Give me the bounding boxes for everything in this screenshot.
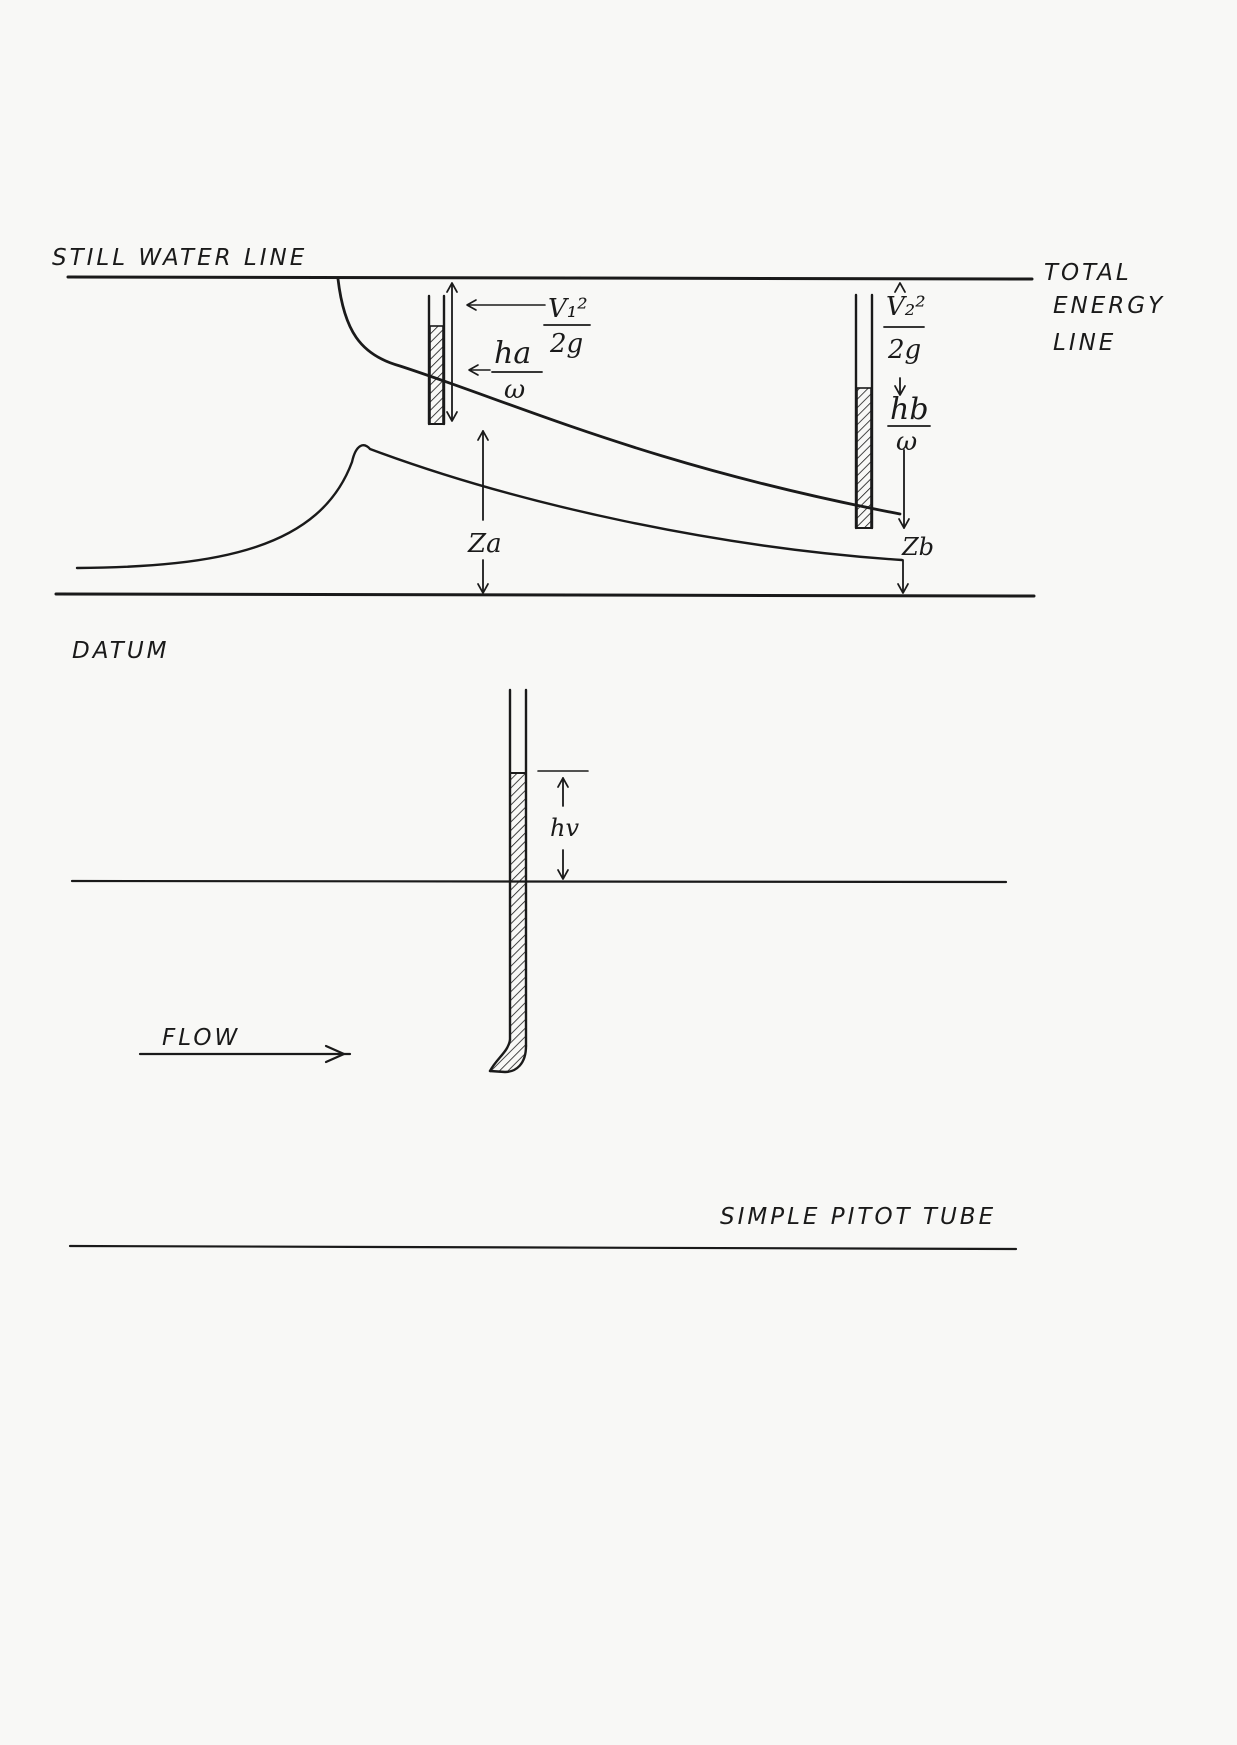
still-water-line xyxy=(66,275,1034,281)
ha-term: ha xyxy=(494,336,531,371)
zb-term: Zb xyxy=(901,533,934,561)
pitot-water-surface-line xyxy=(70,879,1008,884)
total-energy-label-3: LINE xyxy=(1053,330,1116,356)
datum-label: DATUM xyxy=(72,638,170,664)
piezometer-tube-a xyxy=(427,294,446,426)
hb-term: hb xyxy=(890,392,929,427)
piezometer-tube-b xyxy=(854,293,874,530)
datum-line xyxy=(54,592,1036,598)
still-water-line-label: STILL WATER LINE xyxy=(52,245,307,271)
ha-denominator: ω xyxy=(504,375,525,405)
pitot-channel-bottom-line xyxy=(68,1244,1018,1251)
simple-pitot-tube-caption: SIMPLE PITOT TUBE xyxy=(720,1204,996,1230)
v1-denominator: 2g xyxy=(549,329,583,359)
channel-bed-curve xyxy=(75,444,904,570)
hb-denominator: ω xyxy=(896,427,917,457)
water-surface-curve xyxy=(336,277,902,516)
v2-denominator: 2g xyxy=(887,335,921,365)
v2-squared-term: V₂² xyxy=(886,292,926,322)
pitot-tube xyxy=(488,688,528,1074)
za-term: Za xyxy=(467,529,502,559)
total-energy-label-2: ENERGY xyxy=(1053,293,1165,319)
total-energy-label-1: TOTAL xyxy=(1044,260,1132,286)
hv-term: hv xyxy=(550,814,579,842)
flow-label: FLOW xyxy=(162,1025,240,1051)
v1-squared-term: V₁² xyxy=(548,294,588,324)
